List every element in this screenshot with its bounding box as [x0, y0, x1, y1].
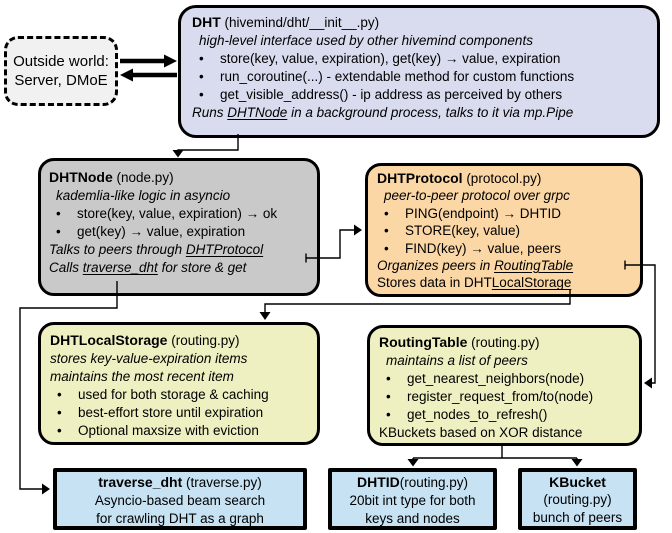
- dhtprotocol-subtitle: peer-to-peer protocol over grpc: [384, 188, 570, 204]
- dhtprotocol-title: DHTProtocol (protocol.py): [377, 170, 542, 186]
- dht-bullet-2: •run_coroutine(...) - extendable method …: [199, 69, 575, 84]
- kbucket-title: KBucket: [549, 474, 606, 490]
- dhtid-title: DHTID(routing.py): [356, 474, 469, 490]
- outside-world-box: Outside world: Server, DMoE: [4, 36, 118, 106]
- arrow-dht-to-outside: [120, 68, 177, 82]
- dhtprotocol-stores-line: Stores data in DHTLocalStorage: [377, 275, 572, 291]
- traverse-dht-line1: Asyncio-based beam search: [94, 493, 266, 508]
- traverse-dht-title: traverse_dht (traverse.py): [98, 474, 262, 490]
- dhtlocalstorage-box: DHTLocalStorage (routing.py) stores key-…: [38, 322, 320, 445]
- routingtable-title: RoutingTable (routing.py): [379, 334, 540, 350]
- traverse-dht-line2: for crawling DHT as a graph: [96, 511, 264, 526]
- localstorage-reference: LocalStorage: [491, 275, 572, 291]
- routingtable-footer: KBuckets based on XOR distance: [379, 425, 583, 440]
- dhtnode-bullet-2: •get(key) → value, expiration: [56, 224, 246, 239]
- dhtlocalstorage-title: DHTLocalStorage (routing.py): [50, 332, 240, 348]
- dht-subtitle: high-level interface used by other hivem…: [199, 33, 533, 48]
- arrow-routingtable-to-dhtid-kbucket: [407, 446, 583, 467]
- routingtable-bullet-2: •register_request_from/to(node): [386, 389, 594, 404]
- traverse-dht-box: traverse_dht (traverse.py) Asyncio-based…: [53, 468, 307, 530]
- dht-title: DHT (hivemind/dht/__init__.py): [192, 14, 380, 30]
- dhtnode-box: DHTNode (node.py) kademlia-like logic in…: [38, 158, 320, 296]
- dhtprotocol-bullet-2: •STORE(key, value): [384, 223, 521, 239]
- dhtprotocol-bullet-1: •PING(endpoint) → DHTID: [384, 205, 562, 221]
- dht-bullet-3: •get_visible_address() - ip address as p…: [199, 87, 563, 102]
- traverse-dht-reference: traverse_dht: [82, 260, 158, 275]
- outside-world-line1: Outside world:: [13, 53, 109, 70]
- dhtnode-subtitle: kademlia-like logic in asyncio: [56, 188, 231, 203]
- dhtprotocol-box: DHTProtocol (protocol.py) peer-to-peer p…: [365, 163, 643, 297]
- dhtlocalstorage-bullet-3: •Optional maxsize with eviction: [57, 423, 259, 438]
- dhtid-line2: keys and nodes: [365, 511, 460, 526]
- kbucket-line2: bunch of peers: [532, 510, 623, 525]
- dhtid-line1: 20bit int type for both: [349, 493, 476, 508]
- routingtable-subtitle: maintains a list of peers: [386, 353, 528, 368]
- dhtprotocol-organizes-line: Organizes peers in RoutingTable: [377, 258, 574, 274]
- routingtable-bullet-3: •get_nodes_to_refresh(): [386, 407, 548, 422]
- dhtnode-bullet-1: •store(key, value, expiration) → ok: [56, 206, 278, 221]
- dht-box: DHT (hivemind/dht/__init__.py) high-leve…: [178, 5, 660, 138]
- dht-bullet-1: •store(key, value, expiration), get(key)…: [199, 51, 561, 66]
- outside-world-line2: Server, DMoE: [14, 72, 108, 89]
- routingtable-reference: RoutingTable: [494, 258, 574, 274]
- dhtnode-reference: DHTNode: [227, 105, 288, 120]
- dhtnode-traverse-line: Calls traverse_dht for store & get: [49, 260, 247, 275]
- dhtnode-peers-line: Talks to peers through DHTProtocol: [49, 242, 264, 257]
- dhtprotocol-bullet-3: •FIND(key) → value, peers: [384, 240, 562, 256]
- dhtlocalstorage-subtitle1: stores key-value-expiration items: [50, 351, 248, 366]
- dhtprotocol-reference: DHTProtocol: [185, 242, 264, 257]
- dhtlocalstorage-bullet-2: •best-effort store until expiration: [57, 405, 264, 420]
- kbucket-line1: (routing.py): [543, 492, 612, 507]
- dhtlocalstorage-bullet-1: •used for both storage & caching: [57, 387, 269, 402]
- dhtlocalstorage-subtitle2: maintains the most recent item: [50, 369, 234, 384]
- dhtnode-title: DHTNode (node.py): [49, 169, 174, 185]
- dht-footer: Runs DHTNode in a background process, ta…: [192, 105, 574, 120]
- routingtable-bullet-1: •get_nearest_neighbors(node): [386, 371, 585, 386]
- kbucket-box: KBucket (routing.py) bunch of peers: [518, 468, 637, 530]
- dhtid-box: DHTID(routing.py) 20bit int type for bot…: [328, 468, 497, 530]
- arrow-outside-to-dht: [120, 54, 177, 68]
- routingtable-box: RoutingTable (routing.py) maintains a li…: [367, 325, 642, 446]
